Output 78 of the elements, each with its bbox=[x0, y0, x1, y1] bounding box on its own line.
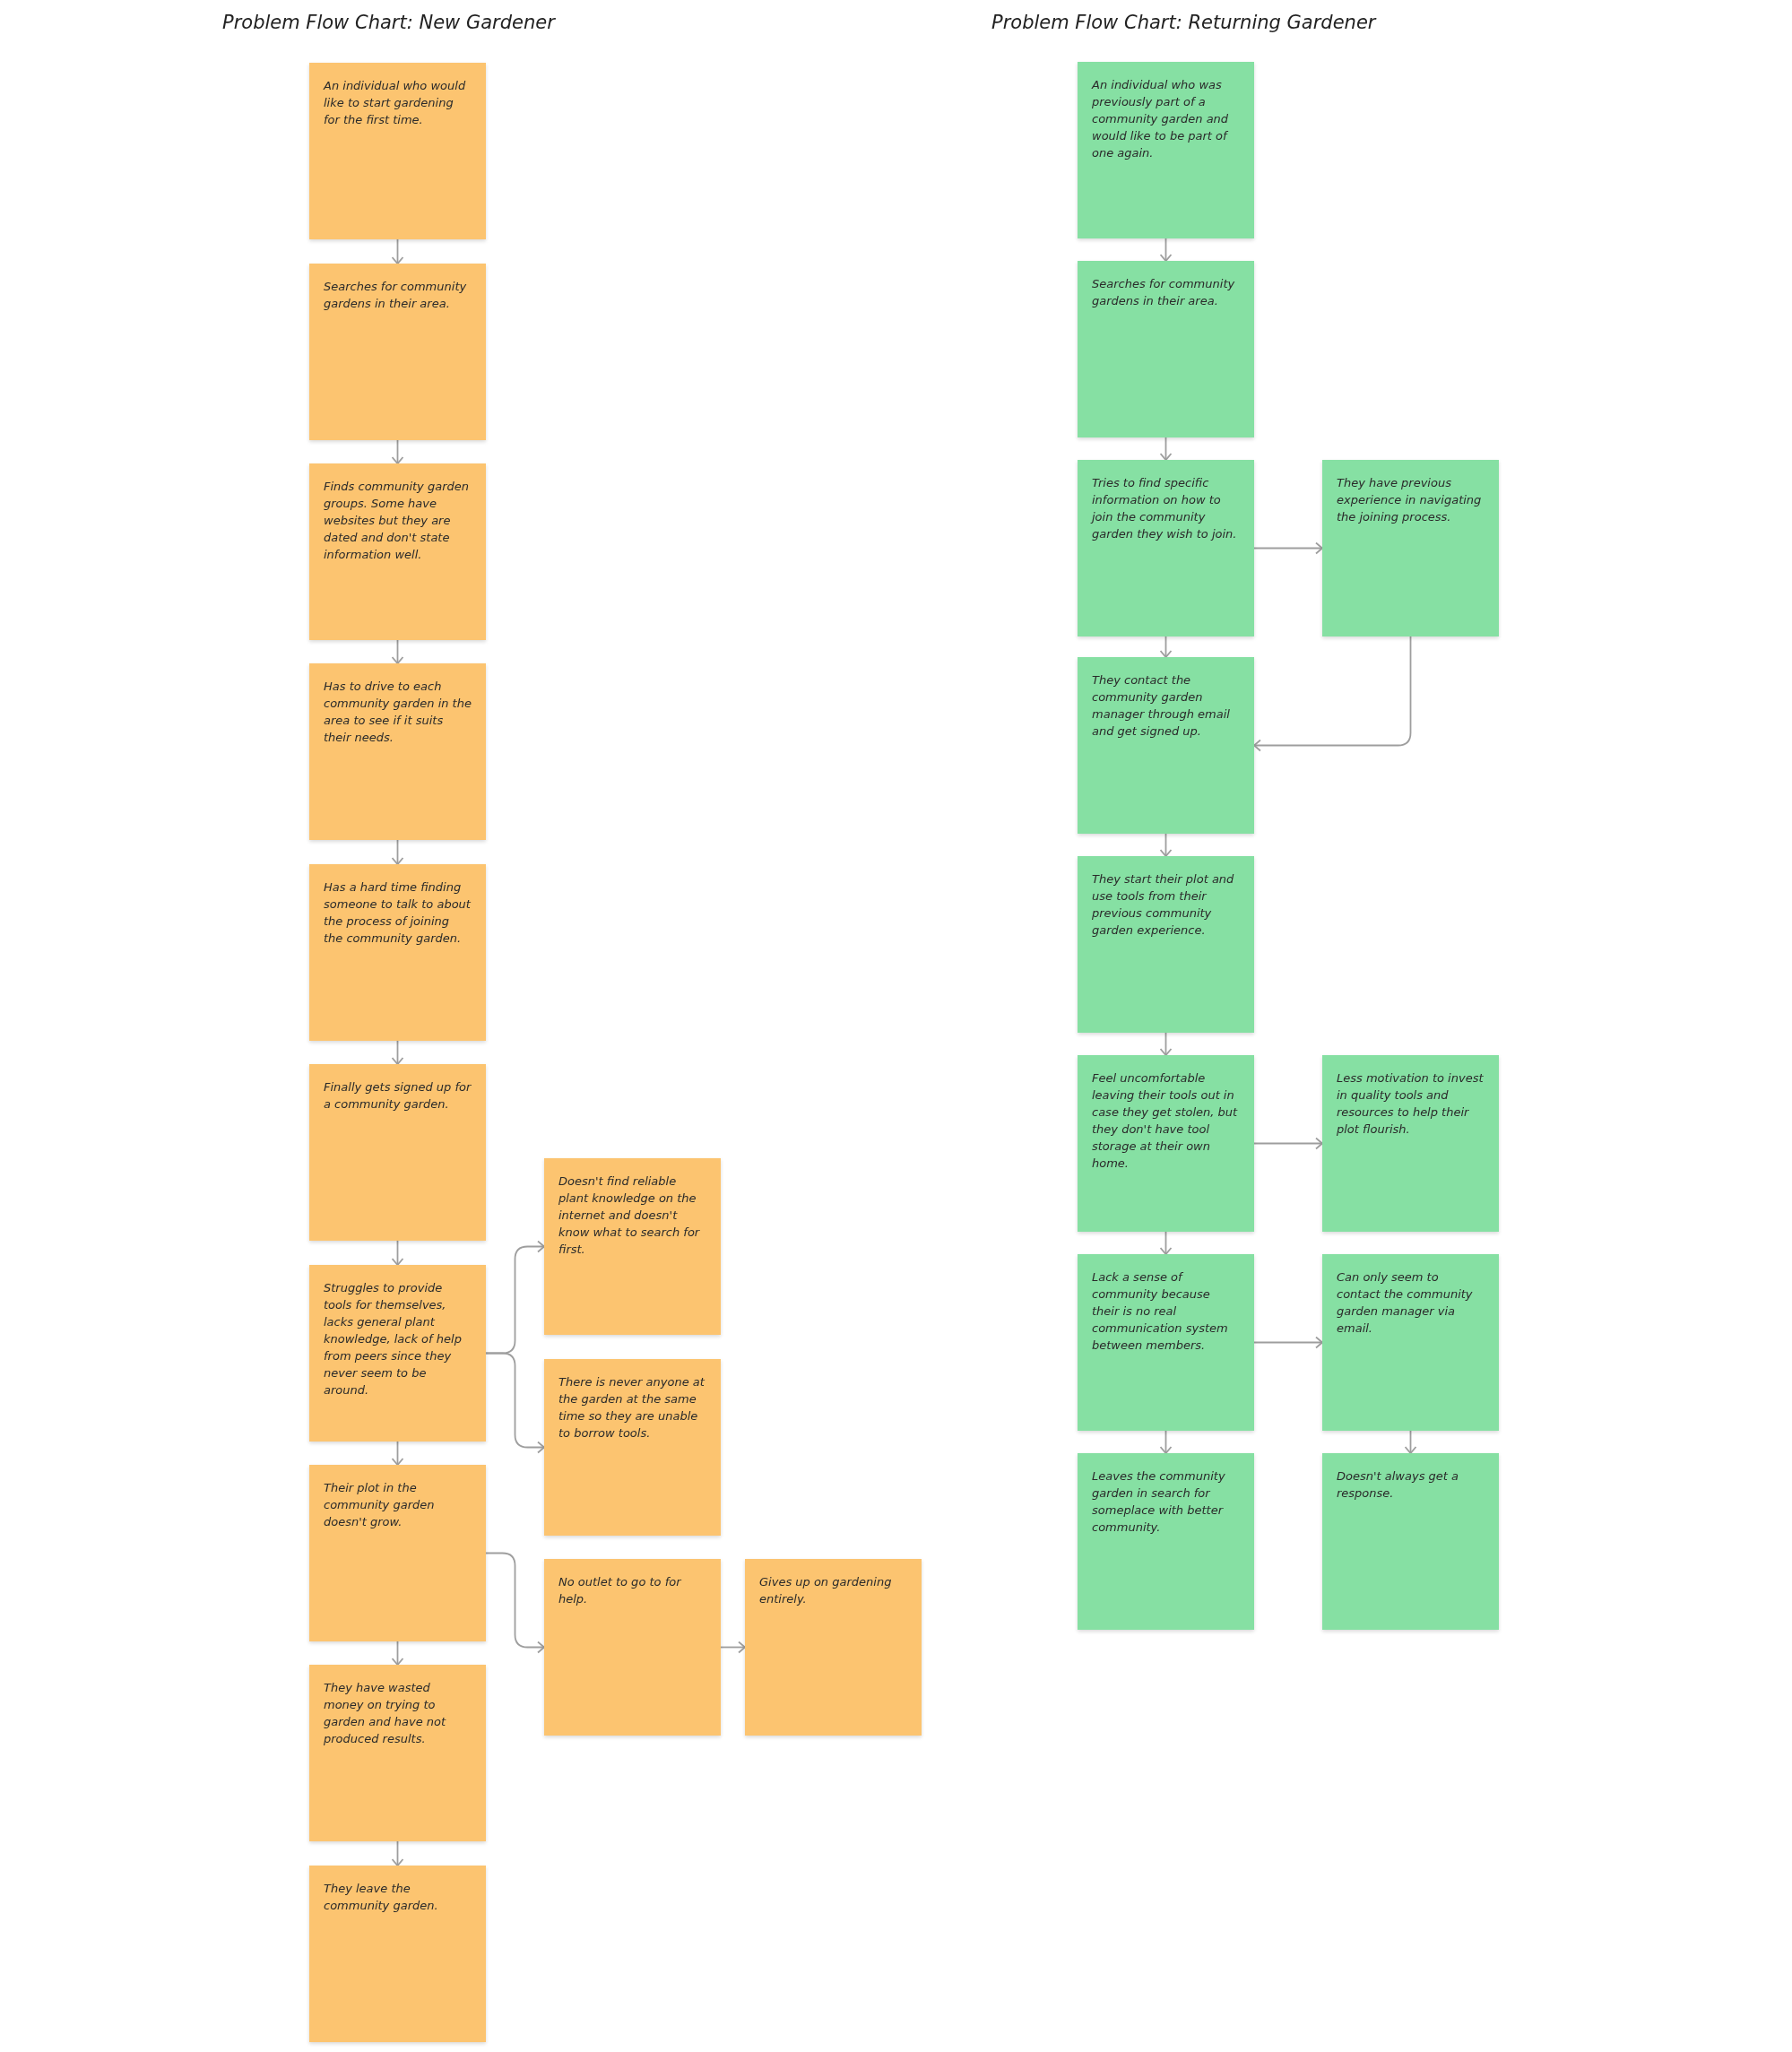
note-text: Finally gets signed up for a community garden. bbox=[324, 1079, 472, 1113]
sticky-note bbox=[544, 1359, 721, 1536]
sticky-note bbox=[1322, 1254, 1499, 1431]
note-text: Doesn't always get a response. bbox=[1337, 1468, 1459, 1502]
sticky-note bbox=[309, 264, 486, 440]
sticky-note bbox=[309, 864, 486, 1041]
note-text: Their plot in the community garden doesn't grow. bbox=[324, 1480, 436, 1530]
arrow bbox=[391, 439, 404, 464]
arrow bbox=[1159, 437, 1173, 461]
arrow bbox=[391, 1840, 404, 1866]
note-text: They have wasted money on trying to garden and have not produced results. bbox=[324, 1680, 447, 1747]
arrow bbox=[1159, 238, 1173, 262]
arrow bbox=[1159, 1430, 1173, 1454]
note-text: Finds community garden groups. Some have websites but they are dated and don't state information well. bbox=[324, 479, 470, 563]
arrow bbox=[1159, 1032, 1173, 1056]
sticky-note bbox=[309, 1465, 486, 1641]
note-text: Searches for community gardens in their area. bbox=[324, 279, 468, 312]
note-text: Has to drive to each community garden in the area to see if it suits their needs. bbox=[324, 679, 472, 746]
sticky-note bbox=[1078, 1254, 1254, 1431]
arrow bbox=[1159, 833, 1173, 857]
arrow bbox=[391, 1441, 404, 1466]
sticky-note bbox=[309, 1866, 486, 2042]
arrow bbox=[1404, 1430, 1417, 1454]
note-text: Struggles to provide tools for themselves, lacks general plant knowledge, lack of help from peers since they never seem to be around. bbox=[324, 1280, 463, 1398]
sticky-note bbox=[544, 1559, 721, 1736]
arrow bbox=[485, 1552, 545, 1654]
note-text: An individual who was previously part of a community garden and would like to be part of one again. bbox=[1092, 77, 1230, 161]
sticky-note bbox=[309, 63, 486, 239]
note-text: They leave the community garden. bbox=[324, 1881, 439, 1914]
note-text: Doesn't find reliable plant knowledge on the internet and doesn't know what to search for first. bbox=[558, 1173, 701, 1258]
sticky-note bbox=[745, 1559, 922, 1736]
sticky-note bbox=[309, 663, 486, 840]
arrow bbox=[1159, 636, 1173, 658]
note-text: They start their plot and use tools from their previous community garden experience. bbox=[1092, 871, 1235, 939]
note-text: Tries to find specific information on how to join the community garden they wish to join. bbox=[1092, 475, 1238, 542]
note-text: Less motivation to invest in quality tools and resources to help their plot flourish. bbox=[1337, 1070, 1485, 1138]
sticky-note bbox=[544, 1158, 721, 1335]
arrow bbox=[1253, 1336, 1323, 1349]
arrow bbox=[391, 639, 404, 664]
arrow bbox=[1253, 541, 1323, 555]
note-text: An individual who would like to start gardening for the first time. bbox=[324, 78, 467, 128]
sticky-note bbox=[1078, 657, 1254, 834]
note-text: Lack a sense of community because their is no real communication system between members. bbox=[1092, 1269, 1229, 1354]
arrow bbox=[391, 1040, 404, 1065]
note-text: Leaves the community garden in search for someplace with better community. bbox=[1092, 1468, 1226, 1536]
arrow bbox=[720, 1641, 746, 1654]
sticky-note bbox=[1078, 856, 1254, 1033]
sticky-note bbox=[1078, 1055, 1254, 1232]
note-text: Has a hard time finding someone to talk to about the process of joining the community garden. bbox=[324, 879, 472, 947]
note-text: No outlet to go to for help. bbox=[558, 1574, 682, 1607]
chart-title: Problem Flow Chart: Returning Gardener bbox=[991, 11, 1376, 35]
arrow bbox=[391, 238, 404, 264]
sticky-note bbox=[309, 1064, 486, 1241]
note-text: Can only seem to contact the community garden manager via email. bbox=[1337, 1269, 1474, 1337]
sticky-note bbox=[1078, 1453, 1254, 1630]
note-text: Gives up on gardening entirely. bbox=[759, 1574, 893, 1607]
arrow bbox=[391, 839, 404, 865]
arrow bbox=[391, 1641, 404, 1666]
sticky-note bbox=[1322, 1055, 1499, 1232]
sticky-note bbox=[309, 1265, 486, 1442]
sticky-note bbox=[1322, 1453, 1499, 1630]
sticky-note bbox=[1078, 460, 1254, 636]
sticky-note bbox=[1078, 261, 1254, 437]
sticky-note bbox=[1322, 460, 1499, 636]
note-text: Searches for community gardens in their area. bbox=[1092, 276, 1236, 309]
sticky-note bbox=[309, 1665, 486, 1841]
note-text: There is never anyone at the garden at the same time so they are unable to borrow tools. bbox=[558, 1374, 706, 1442]
arrow bbox=[1253, 1137, 1323, 1150]
note-text: They have previous experience in navigating the joining process. bbox=[1337, 475, 1483, 525]
note-text: They contact the community garden manager through email and get signed up. bbox=[1092, 672, 1231, 740]
sticky-note bbox=[309, 463, 486, 640]
arrow bbox=[485, 1352, 545, 1454]
note-text: Feel uncomfortable leaving their tools out in case they get stolen, but they don't have tool storage at their own home. bbox=[1092, 1070, 1239, 1172]
arrow bbox=[391, 1240, 404, 1266]
chart-title: Problem Flow Chart: New Gardener bbox=[222, 11, 555, 35]
arrow bbox=[1159, 1231, 1173, 1255]
sticky-note bbox=[1078, 62, 1254, 238]
arrow bbox=[1253, 636, 1412, 752]
